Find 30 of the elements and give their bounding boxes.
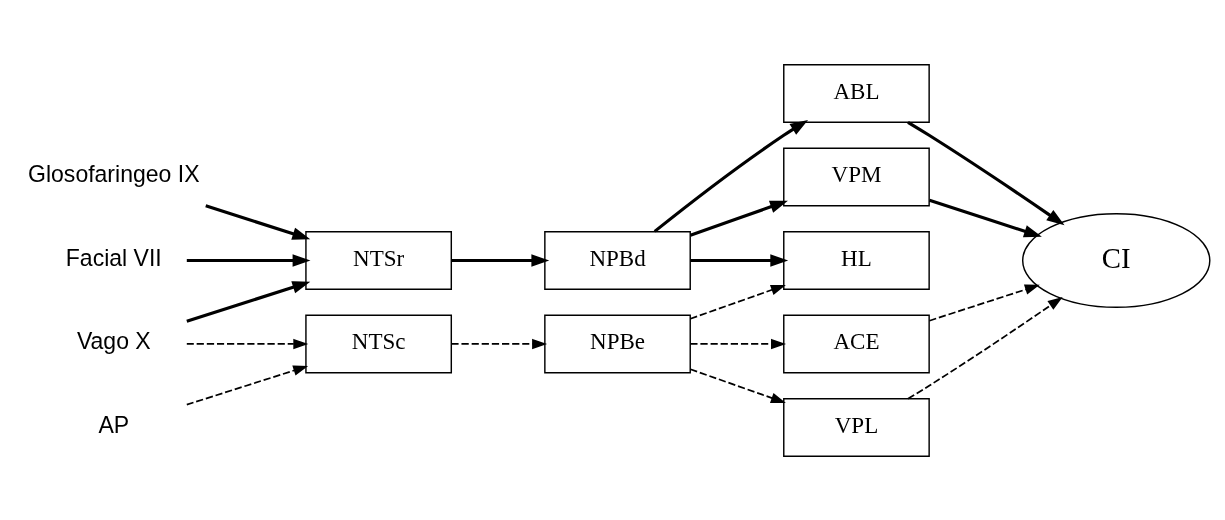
node-box: ACE <box>783 313 930 373</box>
arrow <box>185 338 309 349</box>
arrow <box>185 365 309 405</box>
arrow <box>451 253 550 267</box>
arrow <box>450 338 548 349</box>
arrow <box>689 338 786 349</box>
arrow <box>689 284 786 320</box>
node-text: Facial VII <box>65 244 162 271</box>
arrow <box>186 253 311 267</box>
node-box: NPBd <box>544 230 691 290</box>
node-text: Glosofaringeo IX <box>28 160 200 187</box>
arrow <box>205 203 311 240</box>
arrow <box>907 296 1063 400</box>
node-box: VPM <box>783 147 930 207</box>
node-box: VPL <box>783 397 930 457</box>
node-box: NTSr <box>305 230 453 290</box>
node-box: HL <box>783 230 930 290</box>
node-text: Vago X <box>76 327 151 354</box>
node-text: AP <box>98 411 130 438</box>
arrow <box>690 253 789 267</box>
arrow <box>689 367 786 403</box>
arrow <box>928 284 1040 322</box>
arrow <box>689 200 788 237</box>
arrow <box>186 280 311 323</box>
node-box: NTSc <box>305 313 453 373</box>
node-box: ABL <box>783 63 930 123</box>
arrow <box>907 120 1065 225</box>
node-box: NPBe <box>544 313 691 373</box>
arrow <box>653 119 809 233</box>
arrow <box>928 198 1042 237</box>
